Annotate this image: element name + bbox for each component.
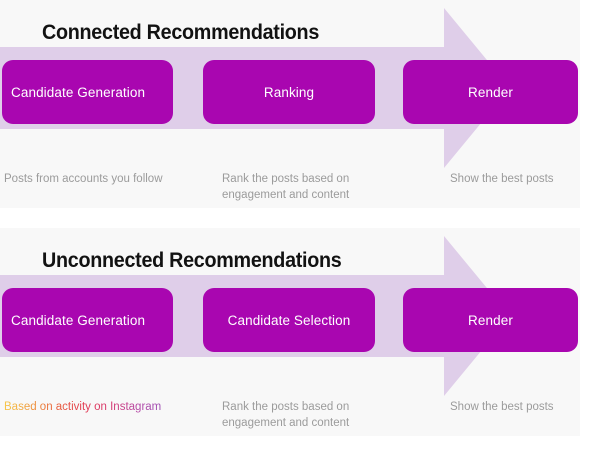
stage-box-candidate-generation[interactable]: Candidate Generation [2, 288, 173, 352]
stage-caption-candidate-generation: Posts from accounts you follow [4, 173, 163, 185]
stage-label: Render [468, 84, 513, 100]
section-title-unconnected: Unconnected Recommendations [42, 249, 342, 272]
section-title-connected: Connected Recommendations [42, 21, 320, 44]
stage-caption-render: Show the best posts [450, 401, 554, 413]
stage-caption-candidate-selection: Rank the posts based on engagement and c… [222, 401, 350, 429]
stage-label: Candidate Selection [227, 312, 351, 328]
stage-box-render[interactable]: Render [403, 60, 578, 124]
stage-box-candidate-generation[interactable]: Candidate Generation [2, 60, 173, 124]
stage-label: Render [468, 312, 513, 328]
stage-label: Candidate Generation [11, 84, 146, 100]
stage-caption-render: Show the best posts [450, 173, 554, 185]
stage-caption-candidate-generation: Based on activity on Instagram [4, 400, 164, 416]
stage-caption-ranking: Rank the posts based on engagement and c… [222, 173, 350, 201]
stage-box-ranking[interactable]: Ranking [203, 60, 375, 124]
stage-box-render[interactable]: Render [403, 288, 578, 352]
stage-label: Ranking [263, 84, 315, 100]
section-unconnected-recommendations: Unconnected Recommendations Candidate Ge… [0, 228, 580, 436]
section-connected-recommendations: Connected Recommendations Candidate Gene… [0, 0, 580, 208]
stage-label: Candidate Generation [11, 312, 146, 328]
stage-box-candidate-selection[interactable]: Candidate Selection [203, 288, 375, 352]
